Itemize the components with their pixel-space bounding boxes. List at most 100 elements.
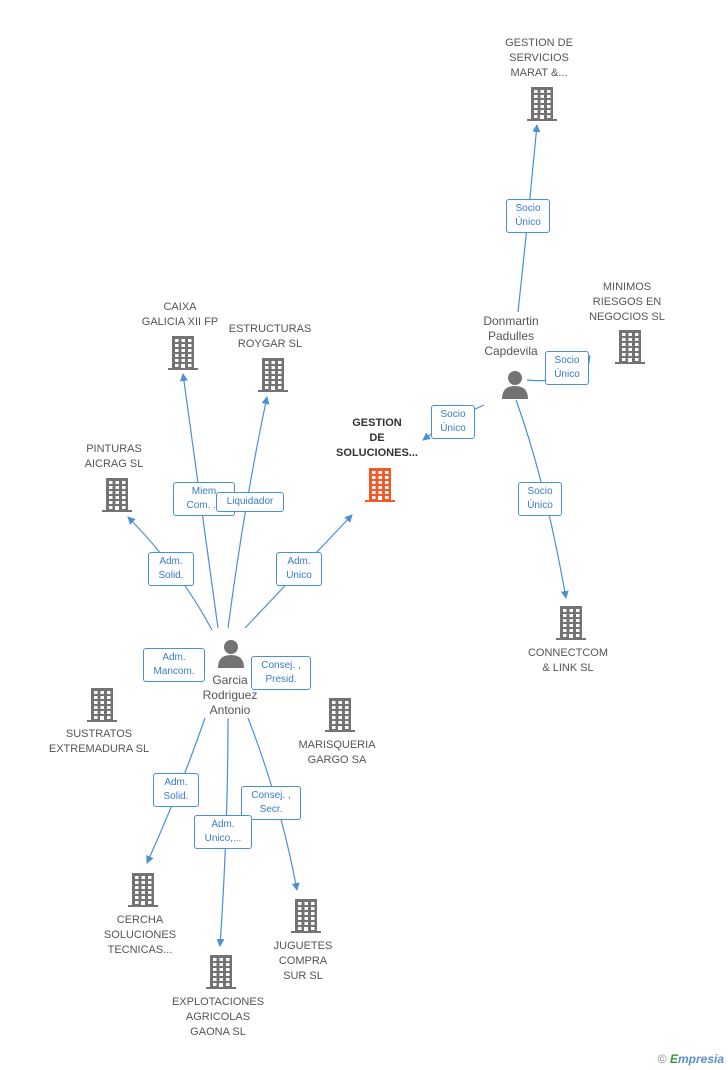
company-label-line: COMPRA xyxy=(278,955,328,967)
person-label-line: Padulles xyxy=(487,329,535,343)
building-icon[interactable] xyxy=(615,330,645,369)
relation-label-line: Unico,... xyxy=(204,833,242,844)
relation-label-line: Adm. xyxy=(287,556,311,567)
building-icon[interactable] xyxy=(291,899,321,938)
company-label-line: GARGO SA xyxy=(307,754,367,766)
person-label-line: Rodriguez xyxy=(202,688,258,702)
company-label-line: MARAT &... xyxy=(510,67,568,79)
relation-label-line: Único xyxy=(554,369,580,380)
relation-label-adm-mancom[interactable]: Adm. Mancom. xyxy=(143,648,205,682)
person-label-line: Donmartin xyxy=(483,314,539,328)
building-icon[interactable] xyxy=(365,468,395,507)
company-label-line: EXPLOTACIONES xyxy=(171,996,265,1008)
building-icon[interactable] xyxy=(168,336,198,375)
person-label-line: Garcia xyxy=(212,673,248,687)
company-label-line: SUSTRATOS xyxy=(65,728,133,740)
building-icon[interactable] xyxy=(258,358,288,397)
relation-label-line: Único xyxy=(515,217,541,228)
relation-label-adm-unico-2[interactable]: Adm. Unico,... xyxy=(194,815,252,849)
relation-label-adm-solid-2[interactable]: Adm. Solid. xyxy=(153,773,199,807)
company-label-line: RIESGOS EN xyxy=(592,296,662,308)
company-label[interactable]: CERCHA SOLUCIONES TECNICAS... xyxy=(75,913,205,958)
person-label-line: Capdevila xyxy=(484,344,538,358)
relation-label-consej-presid[interactable]: Consej. ,Presid. xyxy=(251,656,311,690)
relation-label-line: Liquidador xyxy=(226,496,274,507)
company-label[interactable]: CONNECTCOM& LINK SL xyxy=(503,646,633,676)
relation-label-line: Solid. xyxy=(163,791,189,802)
person-label-line: Antonio xyxy=(209,703,251,717)
company-label[interactable]: GESTION DE SOLUCIONES... xyxy=(312,416,442,461)
relation-label-line: Adm. xyxy=(211,819,235,830)
company-label-line: ROYGAR SL xyxy=(237,338,303,350)
relation-label-line: Solid. xyxy=(158,570,184,581)
company-label-line: GESTION xyxy=(352,417,402,429)
relation-label-line: Unico xyxy=(286,570,312,581)
company-label-line: JUGUETES xyxy=(273,940,333,952)
copyright-symbol: © xyxy=(657,1052,667,1066)
company-label-line: AICRAG SL xyxy=(84,458,144,470)
company-label-line: CAIXA xyxy=(163,301,197,313)
company-label[interactable]: MINIMOS RIESGOS EN NEGOCIOS SL xyxy=(562,280,692,325)
company-label[interactable]: CAIXA GALICIA XII FP xyxy=(115,300,245,330)
relation-label-consej-secr[interactable]: Consej. , Secr. xyxy=(241,786,301,820)
relation-label-line: Único xyxy=(440,423,466,434)
relation-label-line: Socio xyxy=(527,486,553,497)
relation-label-line: Secr. xyxy=(259,804,283,815)
relation-label-line: Consej. , xyxy=(251,790,291,801)
person-icon[interactable] xyxy=(216,638,246,673)
relation-label-line: Adm. xyxy=(164,777,188,788)
building-icon[interactable] xyxy=(556,606,586,645)
company-label-line: ESTRUCTURAS xyxy=(228,323,312,335)
company-label[interactable]: PINTURAS AICRAG SL xyxy=(49,442,179,472)
company-label[interactable]: JUGUETES COMPRA SUR SL xyxy=(238,939,368,984)
relation-label-line: Com. ... xyxy=(186,500,222,511)
company-label-line: GALICIA XII FP xyxy=(141,316,219,328)
company-label-line: MARISQUERIA xyxy=(298,739,376,751)
footer-brand: © Empresia xyxy=(658,1052,724,1066)
company-label-line: PINTURAS xyxy=(86,443,142,455)
relation-label-line: Socio xyxy=(515,203,541,214)
relation-label-line: Consej. , xyxy=(261,660,301,671)
company-label-line: NEGOCIOS SL xyxy=(589,311,665,323)
relation-label-adm-unico-1[interactable]: Adm. Unico xyxy=(276,552,322,586)
relation-label-line: Mancom. xyxy=(153,666,195,677)
building-icon[interactable] xyxy=(128,873,158,912)
company-label-line: GAONA SL xyxy=(190,1026,246,1038)
relation-label-liquidador[interactable]: Liquidador xyxy=(216,492,284,512)
company-label-line: EXTREMADURA SL xyxy=(48,743,150,755)
company-label[interactable]: ESTRUCTURAS ROYGAR SL xyxy=(205,322,335,352)
company-label-line: SOLUCIONES xyxy=(103,929,177,941)
building-icon[interactable] xyxy=(102,478,132,517)
company-label-line: & LINK SL xyxy=(542,662,594,674)
relation-label-line: Socio xyxy=(440,409,466,420)
relation-label-line: Socio xyxy=(554,355,580,366)
brand-initial: E xyxy=(669,1052,678,1066)
relation-label-line: Adm. xyxy=(162,652,186,663)
relation-label-line: Miem xyxy=(191,486,217,497)
relation-label-adm-solid-1[interactable]: Adm.Solid. xyxy=(148,552,194,586)
company-label-line: CERCHA xyxy=(116,914,164,926)
building-icon[interactable] xyxy=(527,87,557,126)
brand-name: mpresia xyxy=(677,1052,724,1066)
building-icon[interactable] xyxy=(87,688,117,727)
building-icon[interactable] xyxy=(206,955,236,994)
company-label[interactable]: MARISQUERIA GARGO SA xyxy=(272,738,402,768)
company-label[interactable]: SUSTRATOS EXTREMADURA SL xyxy=(34,727,164,757)
company-label-line: SUR SL xyxy=(283,970,323,982)
company-label-line: DE xyxy=(369,432,385,444)
company-label-line: SERVICIOS xyxy=(509,52,569,64)
company-label-line: MINIMOS xyxy=(602,281,652,293)
relation-label-line: Único xyxy=(527,500,553,511)
company-label-line: TECNICAS... xyxy=(107,944,173,956)
person-icon[interactable] xyxy=(500,369,530,404)
company-label-line: SOLUCIONES... xyxy=(336,447,418,459)
building-icon[interactable] xyxy=(325,698,355,737)
